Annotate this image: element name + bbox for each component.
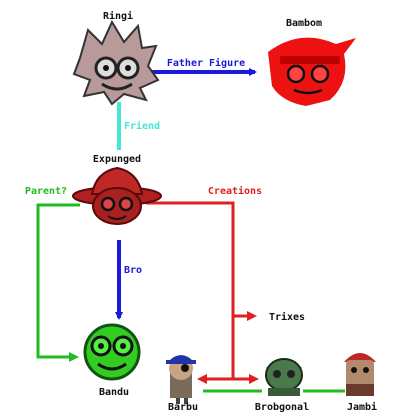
brobgonal-portrait [265, 358, 303, 396]
bandu-label: Bandu [99, 387, 129, 398]
ringi-portrait [72, 19, 160, 106]
trixes-label: Trixes [269, 311, 305, 323]
bambom-label: Bambom [286, 18, 322, 29]
parent-label: Parent? [25, 186, 67, 197]
expunged-portrait [72, 166, 162, 225]
bambom-portrait [268, 37, 356, 106]
bandu-portrait [83, 323, 141, 381]
barbu-portrait [166, 355, 196, 404]
expunged-label: Expunged [93, 154, 141, 165]
creations-connector [146, 201, 235, 380]
creations-label: Creations [208, 185, 262, 197]
parent-connector [36, 203, 80, 362]
jambi-portrait [344, 353, 376, 396]
father-figure-label: Father Figure [167, 57, 245, 69]
barbu-label: Barbu [168, 402, 198, 413]
jambi-label: Jambi [347, 401, 377, 413]
ringi-label: Ringi [103, 10, 133, 22]
friend-label: Friend [124, 120, 160, 132]
brobgonal-label: Brobgonal [255, 402, 309, 413]
bro-label: Bro [124, 265, 142, 276]
